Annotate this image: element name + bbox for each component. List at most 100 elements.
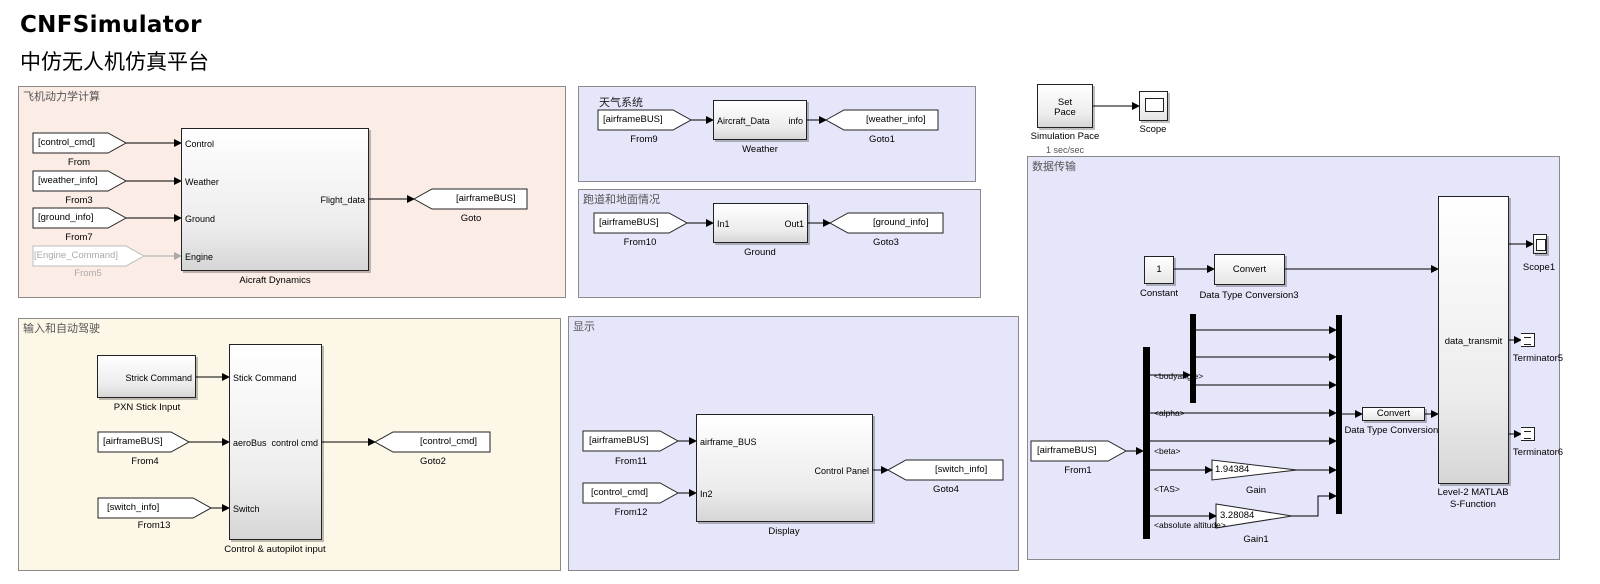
pace-text-pace: Pace xyxy=(1054,107,1076,118)
sfunction-label-line1: Level-2 MATLAB xyxy=(1437,487,1509,498)
gain-value: 1.94384 xyxy=(1215,464,1250,475)
weather-block[interactable]: Aircraft_Data info xyxy=(713,100,807,140)
level2-sfunction-block[interactable]: data_transmit xyxy=(1438,196,1509,484)
simulation-pace-rate: 1 sec/sec xyxy=(1045,145,1085,155)
app-subtitle: 中仿无人机仿真平台 xyxy=(20,50,209,74)
aircraft-dynamics-block[interactable]: Control Weather Ground Engine Flight_dat… xyxy=(181,128,369,271)
data-type-conversion2-label: Data Type Conversion2 xyxy=(1344,425,1444,436)
ground-label: Ground xyxy=(744,247,776,258)
scope-icon xyxy=(1536,239,1546,251)
area-label: 显示 xyxy=(573,320,595,333)
area-label: 输入和自动驾驶 xyxy=(23,322,100,335)
scope1-label: Scope1 xyxy=(1522,262,1556,273)
goto-tag-airframe-bus[interactable]: [airframeBUS] xyxy=(456,193,516,204)
port-strick-command: Strick Command xyxy=(125,373,192,383)
scope-icon xyxy=(1145,98,1164,112)
control-autopilot-block[interactable]: Stick Command aeroBus Switch control cmd xyxy=(229,344,322,540)
control-autopilot-label: Control & autopilot input xyxy=(224,544,326,555)
pxn-stick-input-label: PXN Stick Input xyxy=(113,402,181,413)
app-title: CNFSimulator xyxy=(20,12,202,38)
from1-tag-airframe-bus[interactable]: [airframeBUS] xyxy=(1037,445,1097,456)
area-label: 天气系统 xyxy=(599,96,643,109)
from9-label: From9 xyxy=(630,134,658,145)
terminator6-icon[interactable] xyxy=(1521,427,1535,441)
terminator6-label: Terminator6 xyxy=(1512,447,1564,458)
port-control-cmd: control cmd xyxy=(271,438,318,448)
port-aerobus: aeroBus xyxy=(233,438,267,448)
signal-beta-label: <beta> xyxy=(1154,446,1181,456)
port-in1: In1 xyxy=(717,219,730,229)
data-type-conversion3-block[interactable]: Convert xyxy=(1214,254,1285,285)
from7-label: From7 xyxy=(65,232,93,243)
ground-block[interactable]: In1 Out1 xyxy=(713,203,808,243)
constant-block[interactable]: 1 xyxy=(1144,256,1174,284)
goto3-label: Goto3 xyxy=(873,237,899,248)
from-tag-control-cmd[interactable]: [control_cmd] xyxy=(38,137,96,148)
port-control: Control xyxy=(185,139,215,149)
convert-text: Convert xyxy=(1232,264,1267,275)
from-tag-ground-info[interactable]: [ground_info] xyxy=(38,212,94,223)
bus-creator-bar[interactable] xyxy=(1336,315,1342,514)
area-label: 飞机动力学计算 xyxy=(23,90,100,103)
signal-bodyangle-label: <bodyangle> xyxy=(1154,371,1204,381)
goto-label: Goto xyxy=(460,213,482,224)
terminator5-icon[interactable] xyxy=(1521,333,1535,347)
pxn-stick-input-block[interactable]: Strick Command xyxy=(97,355,196,398)
port-engine: Engine xyxy=(185,252,214,262)
from10-tag-airframe-bus[interactable]: [airframeBUS] xyxy=(599,217,659,228)
from-tag-engine-command[interactable]: [Engine_Command] xyxy=(34,250,118,261)
from12-label: From12 xyxy=(614,507,648,518)
port-control-panel: Control Panel xyxy=(814,466,869,476)
goto1-tag-weather-info[interactable]: [weather_info] xyxy=(866,114,926,125)
port-aircraft-data: Aircraft_Data xyxy=(717,116,770,126)
data-type-conversion2-block[interactable]: Convert xyxy=(1362,407,1425,421)
gain-label: Gain xyxy=(1245,485,1267,496)
from13-label: From13 xyxy=(137,520,171,531)
port-stick-command: Stick Command xyxy=(233,373,297,383)
area-label: 跑道和地面情况 xyxy=(583,193,660,206)
constant-label: Constant xyxy=(1139,288,1179,299)
convert-text: Convert xyxy=(1376,408,1411,419)
bus-selector-bodyangle-bar[interactable] xyxy=(1190,314,1196,403)
sfunction-port-label: data_transmit xyxy=(1444,336,1503,347)
goto2-label: Goto2 xyxy=(420,456,446,467)
area-ground[interactable]: 跑道和地面情况 xyxy=(578,189,981,298)
from12-tag-control-cmd[interactable]: [control_cmd] xyxy=(591,487,649,498)
constant-value: 1 xyxy=(1156,264,1162,275)
from4-label: From4 xyxy=(131,456,159,467)
goto3-tag-ground-info[interactable]: [ground_info] xyxy=(873,217,929,228)
gain1-label: Gain1 xyxy=(1243,534,1269,545)
bus-selector-bar[interactable] xyxy=(1143,347,1150,539)
from4-tag-airframe-bus[interactable]: [airframeBUS] xyxy=(103,436,163,447)
from5-label: From5 xyxy=(74,268,102,279)
from-label: From xyxy=(67,157,91,168)
scope-block[interactable] xyxy=(1139,91,1168,121)
goto2-tag-control-cmd[interactable]: [control_cmd] xyxy=(420,436,478,447)
port-airframe-bus: airframe_BUS xyxy=(700,437,757,447)
from10-label: From10 xyxy=(623,237,657,248)
aircraft-dynamics-label: Aicraft Dynamics xyxy=(239,275,311,286)
from3-label: From3 xyxy=(65,195,93,206)
signal-tas-label: <TAS> xyxy=(1154,484,1180,494)
pace-text-set: Set xyxy=(1057,97,1073,108)
goto4-label: Goto4 xyxy=(933,484,959,495)
display-block[interactable]: airframe_BUS In2 Control Panel xyxy=(696,414,873,522)
data-type-conversion3-label: Data Type Conversion3 xyxy=(1199,290,1299,301)
area-label: 数据传输 xyxy=(1032,160,1076,173)
gain1-value: 3.28084 xyxy=(1220,510,1255,521)
from-tag-weather-info[interactable]: [weather_info] xyxy=(38,175,98,186)
sfunction-label-line2: S-Function xyxy=(1450,499,1496,510)
from9-tag-airframe-bus[interactable]: [airframeBUS] xyxy=(603,114,663,125)
port-switch: Switch xyxy=(233,504,260,514)
terminator5-label: Terminator5 xyxy=(1512,353,1564,364)
goto4-tag-switch-info[interactable]: [switch_info] xyxy=(935,464,988,475)
port-flight-data: Flight_data xyxy=(320,195,365,205)
signal-absolute-altitude-label: <absolute altitude> xyxy=(1154,520,1226,530)
port-weather: Weather xyxy=(185,177,219,187)
from13-tag-switch-info[interactable]: [switch_info] xyxy=(107,502,160,513)
from11-tag-airframe-bus[interactable]: [airframeBUS] xyxy=(589,435,649,446)
scope1-block[interactable] xyxy=(1533,234,1547,254)
signal-alpha-label: <alpha> xyxy=(1154,408,1185,418)
simulation-pace-block[interactable]: Set Pace xyxy=(1037,84,1093,128)
